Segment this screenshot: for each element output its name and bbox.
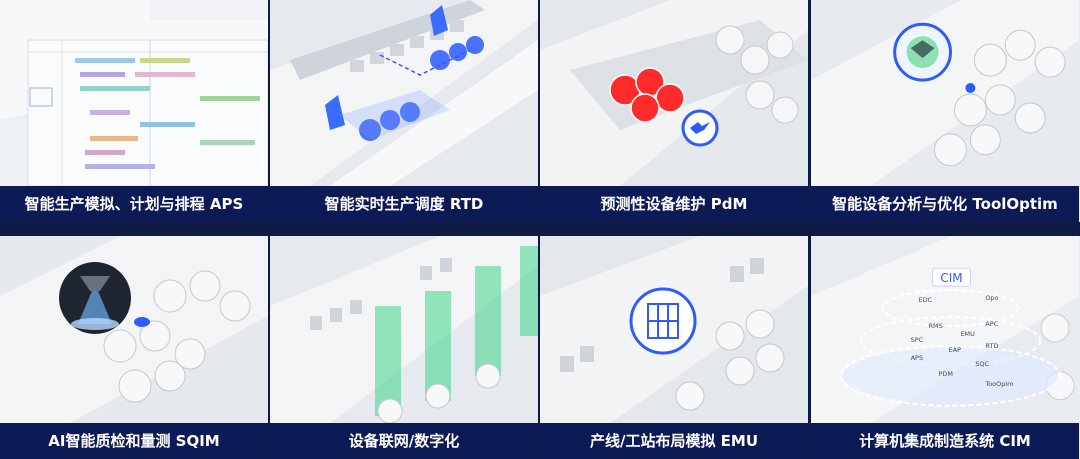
cim-center-label: CIM [940, 271, 962, 285]
tile-cim[interactable]: CIM EDC Opo RMS APC SPC EMU RTD EAP APS … [811, 236, 1080, 459]
tile-pdm[interactable]: 预测性设备维护 PdM [540, 0, 808, 222]
cim-module-rms: RMS [929, 322, 943, 330]
tile-rtd[interactable]: 智能实时生产调度 RTD [270, 0, 538, 222]
tile-toolopt-caption: 智能设备分析与优化 ToolOptim [811, 186, 1079, 222]
data-stream [375, 246, 538, 416]
tile-iot[interactable]: 设备联网/数字化 [270, 236, 538, 459]
pdm-illustration [540, 0, 808, 186]
aps-illustration [0, 0, 268, 186]
cim-module-aps: APS [911, 354, 923, 362]
cim-module-spc: SPC [911, 336, 924, 344]
tile-toolopt[interactable]: 智能设备分析与优化 ToolOptim [811, 0, 1080, 222]
rtd-illustration [270, 0, 538, 186]
tile-emu[interactable]: 产线/工站布局模拟 EMU [540, 236, 808, 459]
layout-icon [647, 303, 679, 339]
cim-module-toolopt: TooOpim [984, 380, 1013, 388]
cim-illustration: CIM EDC Opo RMS APC SPC EMU RTD EAP APS … [811, 236, 1079, 423]
cim-module-pdm: PDM [939, 370, 953, 378]
tile-sqim-caption: AI智能质检和量测 SQIM [0, 423, 268, 459]
tile-cim-caption: 计算机集成制造系统 CIM [811, 423, 1079, 459]
cim-module-apc: APC [985, 320, 998, 328]
cim-module-rtd: RTD [985, 342, 998, 350]
emu-illustration [540, 236, 808, 423]
tile-aps[interactable]: 智能生产模拟、计划与排程 APS [0, 0, 268, 222]
iot-illustration [270, 236, 538, 423]
tile-pdm-caption: 预测性设备维护 PdM [540, 186, 808, 222]
divider-band [0, 222, 1080, 236]
tile-emu-caption: 产线/工站布局模拟 EMU [540, 423, 808, 459]
cim-module-opo: Opo [985, 294, 998, 302]
tile-iot-caption: 设备联网/数字化 [270, 423, 538, 459]
cim-module-sqc: SQC [975, 360, 989, 368]
wrench-icon [690, 122, 710, 134]
tile-rtd-caption: 智能实时生产调度 RTD [270, 186, 538, 222]
cim-module-emu: EMU [960, 330, 975, 338]
tile-sqim[interactable]: AI智能质检和量测 SQIM [0, 236, 268, 459]
toolopt-illustration [811, 0, 1079, 186]
tile-aps-caption: 智能生产模拟、计划与排程 APS [0, 186, 268, 222]
cim-module-eap: EAP [948, 346, 961, 354]
sqim-illustration [0, 236, 268, 423]
cim-module-edc: EDC [919, 296, 933, 304]
